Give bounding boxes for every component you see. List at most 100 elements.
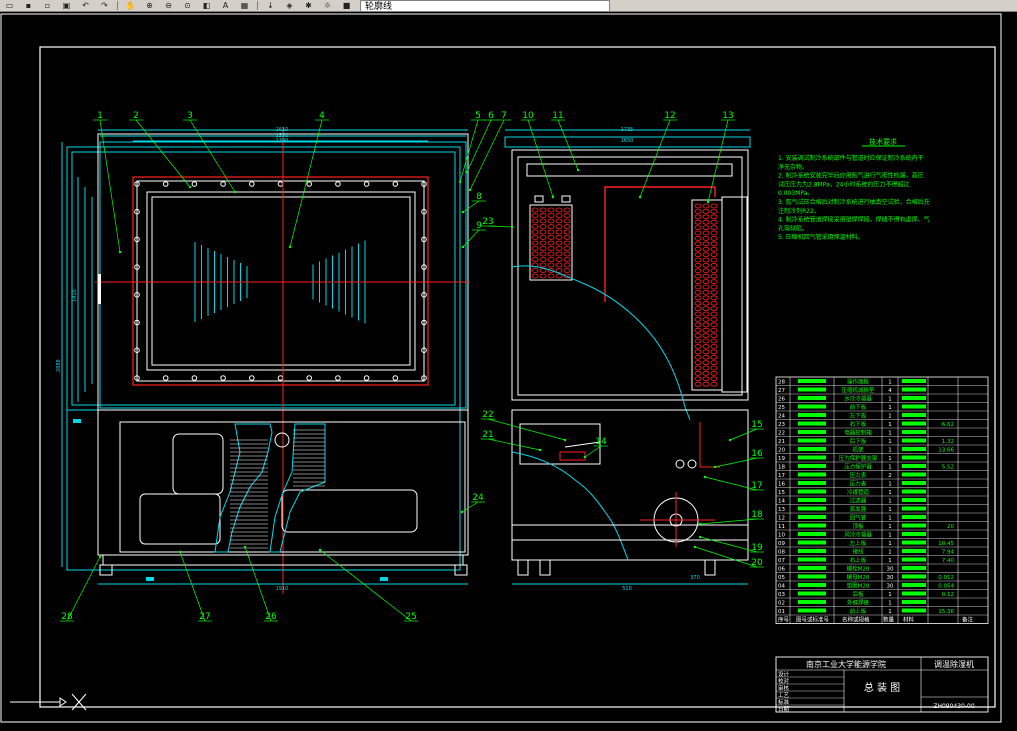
tech-requirement-line: 4. 制冷系统管道焊接采用银焊焊接，焊缝不得有虚焊、气 [778, 216, 930, 224]
lock-icon[interactable]: ☼ [323, 1, 332, 10]
table-icon[interactable]: ▦ [240, 1, 249, 10]
bom-material-block [902, 557, 926, 562]
bolt-hole [249, 375, 255, 381]
zoom-realtime-icon[interactable]: ⊕ [146, 1, 153, 10]
text-icon[interactable]: A [222, 1, 229, 10]
leader-line-14 [584, 445, 602, 458]
evap-tube [702, 289, 710, 295]
evap-tube [694, 230, 702, 236]
bolt-hole [134, 347, 140, 354]
cad-drawing[interactable]: 1610 1550 1390 2888 1410 1910 [0, 12, 1017, 727]
pan-icon[interactable]: ✋ [125, 1, 136, 10]
side-dim-label-1735: 1735 [621, 127, 634, 133]
evap-tube [710, 203, 718, 209]
front-lower-inner [119, 421, 466, 553]
coil-tube [531, 246, 539, 251]
bom-row-no: 07 [778, 558, 785, 564]
evap-tube [710, 381, 718, 387]
leader-line-10 [527, 119, 554, 198]
properties-icon[interactable]: ◧ [202, 1, 211, 10]
callout-number-25: 25 [405, 612, 416, 622]
evap-tube [710, 370, 718, 376]
evap-tube [694, 279, 702, 285]
bom-row-name: 过滤器 [850, 497, 867, 505]
bom-row-name: 前上板 [850, 607, 867, 615]
evap-tube [702, 306, 710, 312]
freeze-icon[interactable]: ✱ [305, 1, 312, 10]
coil-tube [563, 224, 571, 229]
evap-tube [702, 333, 710, 339]
layer-dropdown[interactable]: 轮廓线 [360, 0, 610, 11]
bolt-hole [421, 292, 427, 298]
preview-icon[interactable]: ▣ [62, 1, 71, 10]
coil-tube [539, 251, 547, 257]
callout-number-5: 5 [475, 111, 481, 121]
front-view: 1610 1550 1390 2888 1410 1910 [56, 127, 470, 594]
evap-tube [710, 214, 718, 220]
evap-tube [710, 273, 718, 279]
bom-row-no: 12 [778, 516, 785, 522]
save-icon[interactable]: ▪ [25, 1, 32, 10]
drawing-number: ZH090430-00 [933, 703, 975, 710]
bom-row-no: 01 [778, 609, 785, 615]
dim-label-2888: 2888 [56, 359, 62, 372]
print-icon[interactable]: ▫ [44, 1, 51, 10]
bom-row-qty: 4 [888, 388, 892, 394]
side-cabinet-upper [511, 149, 749, 401]
bolt-hole [134, 236, 140, 243]
zoom-previous-icon[interactable]: ⊙ [184, 1, 191, 10]
evap-tube [694, 246, 702, 252]
bom-material-block [902, 387, 926, 392]
side-coil-cap-2 [561, 195, 571, 203]
coil-tube [531, 273, 539, 279]
leader-dot-4 [288, 245, 292, 249]
open-icon[interactable]: ▭ [5, 1, 14, 10]
bom-row-name: 顶板 [852, 522, 864, 530]
callout-number-6: 6 [488, 111, 494, 121]
evap-tube [702, 343, 710, 349]
front-red-panel [132, 176, 429, 386]
bolt-hole [306, 375, 313, 381]
bom-code-block [798, 387, 826, 392]
bom-row-name: 压力表 [850, 471, 867, 479]
evap-tube [694, 360, 702, 366]
bom-material-block [902, 481, 926, 485]
bolt-hole [363, 375, 370, 381]
redo-icon[interactable]: ↷ [101, 1, 108, 10]
callout-number-13: 13 [722, 111, 733, 121]
arrow-down-icon[interactable]: ↓ [267, 1, 274, 10]
layer-state-icon[interactable]: ◈ [286, 1, 293, 10]
bom-row-no: 15 [778, 490, 785, 496]
evap-tube [694, 327, 702, 333]
leader-dot-6 [465, 170, 469, 174]
evap-tube [710, 241, 718, 247]
front-handle [98, 274, 101, 304]
zoom-window-icon[interactable]: ⊖ [165, 1, 172, 10]
bom-row-value: 0.012 [938, 575, 954, 581]
bom-row-name: 前下板 [850, 403, 867, 411]
bom-row-qty: 1 [888, 414, 892, 420]
side-dim-label-510: 510 [622, 586, 632, 592]
color-icon[interactable]: ■ [342, 1, 351, 10]
coil-tube [547, 240, 555, 246]
front-outer-frame-inner [71, 151, 456, 406]
drawing-canvas[interactable]: 1610 1550 1390 2888 1410 1910 [0, 12, 1017, 727]
coil-tube [563, 268, 571, 273]
callout-number-9: 9 [476, 221, 482, 231]
bolt-hole [335, 375, 341, 381]
bom-header-no: 序号 [778, 616, 790, 624]
bom-header-name: 名称或规格 [842, 616, 870, 624]
tech-requirement-line: 3. 氮气试压合格后对制冷系统进行抽真空试验，合格后充 [778, 198, 930, 206]
coil-tube [555, 268, 563, 273]
bom-code-block [798, 600, 826, 604]
coil-tube [531, 224, 539, 229]
undo-icon[interactable]: ↶ [82, 1, 89, 10]
coil-tube [531, 213, 539, 218]
bom-row-value: 0.12 [942, 592, 954, 598]
side-foot-mid [539, 559, 551, 576]
title-block-border [775, 656, 989, 713]
leader-line-12 [639, 119, 671, 198]
leader-line-13 [707, 119, 729, 203]
evap-tube [702, 365, 710, 371]
leader-line-9 [462, 229, 480, 248]
